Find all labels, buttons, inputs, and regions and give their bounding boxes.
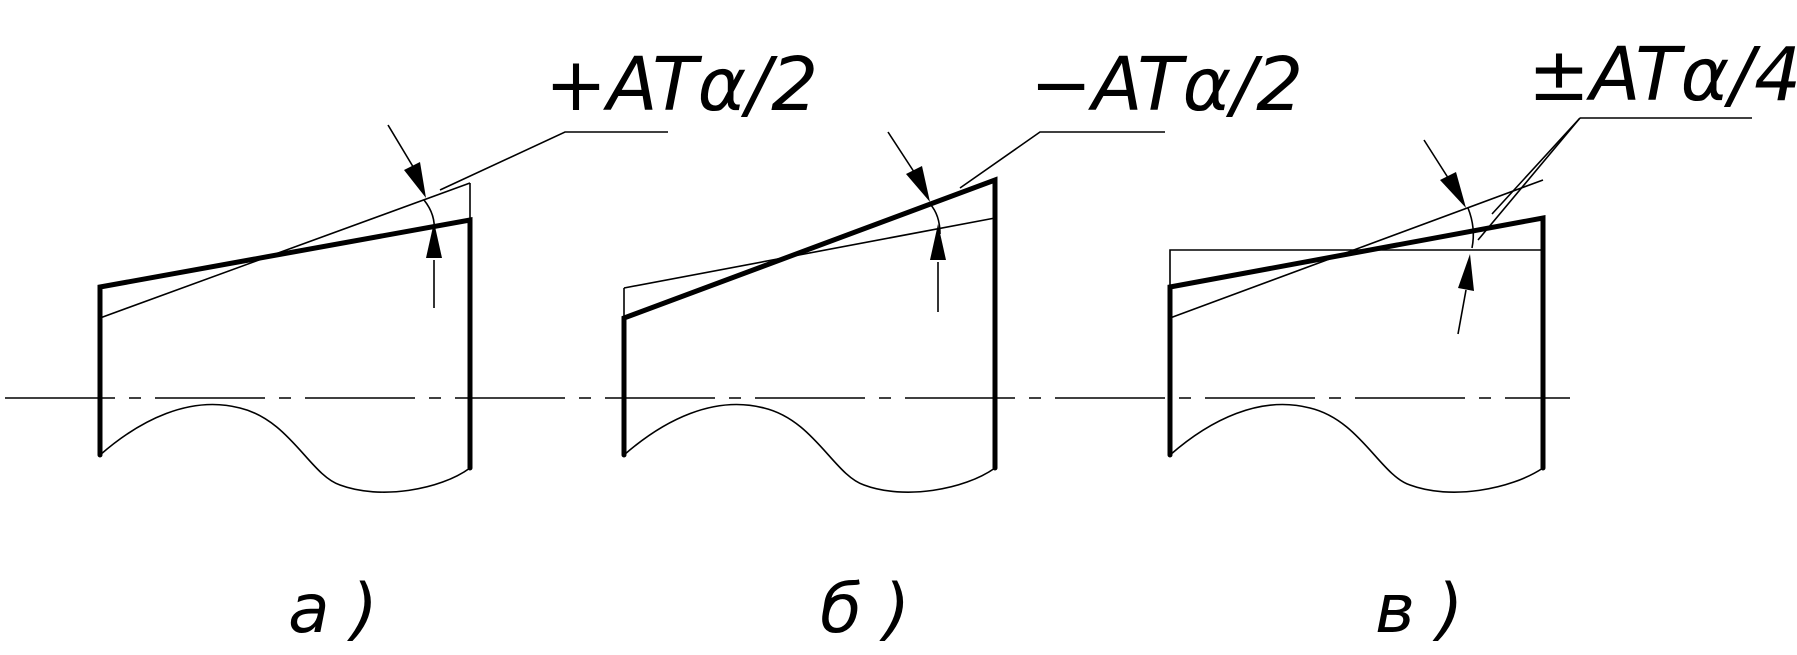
arrowhead-top <box>1440 172 1466 208</box>
figure-caption: в ) <box>1375 570 1463 649</box>
figure-b: −ATα/2 б ) <box>621 42 1303 649</box>
dimension-arrow-bottom <box>1457 289 1467 335</box>
figure-c: ±ATα/4 в ) <box>1167 32 1797 649</box>
break-line <box>623 403 996 493</box>
tolerance-label: −ATα/2 <box>1030 42 1303 128</box>
break-line <box>1169 403 1544 493</box>
arrowhead-bottom <box>1458 254 1474 291</box>
figure-a: +ATα/2 а ) <box>97 42 818 649</box>
nominal-cone-line <box>99 182 471 319</box>
leader-line-lower <box>1477 117 1581 241</box>
tolerance-label: +ATα/2 <box>545 42 818 128</box>
leader-line-upper <box>1491 117 1581 215</box>
tolerance-label: ±ATα/4 <box>1528 32 1797 118</box>
figure-caption: а ) <box>288 570 378 649</box>
break-line <box>99 403 471 493</box>
dimension-arrow-top <box>887 131 919 179</box>
leader-line <box>959 131 1165 189</box>
leader-line <box>439 131 668 191</box>
arrowhead-top <box>404 162 426 198</box>
part-outline <box>1167 214 1546 471</box>
nominal-cone-line <box>1169 179 1544 319</box>
arrowhead-bottom <box>930 224 946 260</box>
part-outline <box>97 217 473 471</box>
figure-caption: б ) <box>820 570 910 649</box>
angle-arc <box>1467 207 1475 249</box>
part-outline <box>621 176 998 471</box>
angle-arc <box>929 203 941 235</box>
arrowhead-top <box>906 166 930 202</box>
nominal-cone-line <box>623 217 996 289</box>
arrowhead-bottom <box>426 222 442 258</box>
